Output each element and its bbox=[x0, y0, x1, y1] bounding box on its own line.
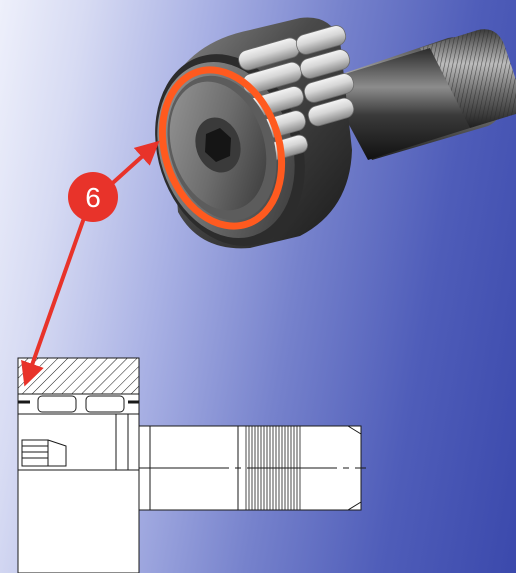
cam-follower-render bbox=[155, 17, 516, 249]
hex-socket bbox=[195, 117, 241, 173]
callout-number: 6 bbox=[85, 182, 101, 213]
cam-follower-drawing bbox=[17, 357, 366, 573]
seal-ring bbox=[158, 66, 286, 230]
callout-6: 6 bbox=[21, 140, 160, 387]
threaded-stud bbox=[325, 29, 516, 160]
callout-badge bbox=[68, 172, 118, 222]
arrow-to-drawing bbox=[21, 217, 86, 387]
